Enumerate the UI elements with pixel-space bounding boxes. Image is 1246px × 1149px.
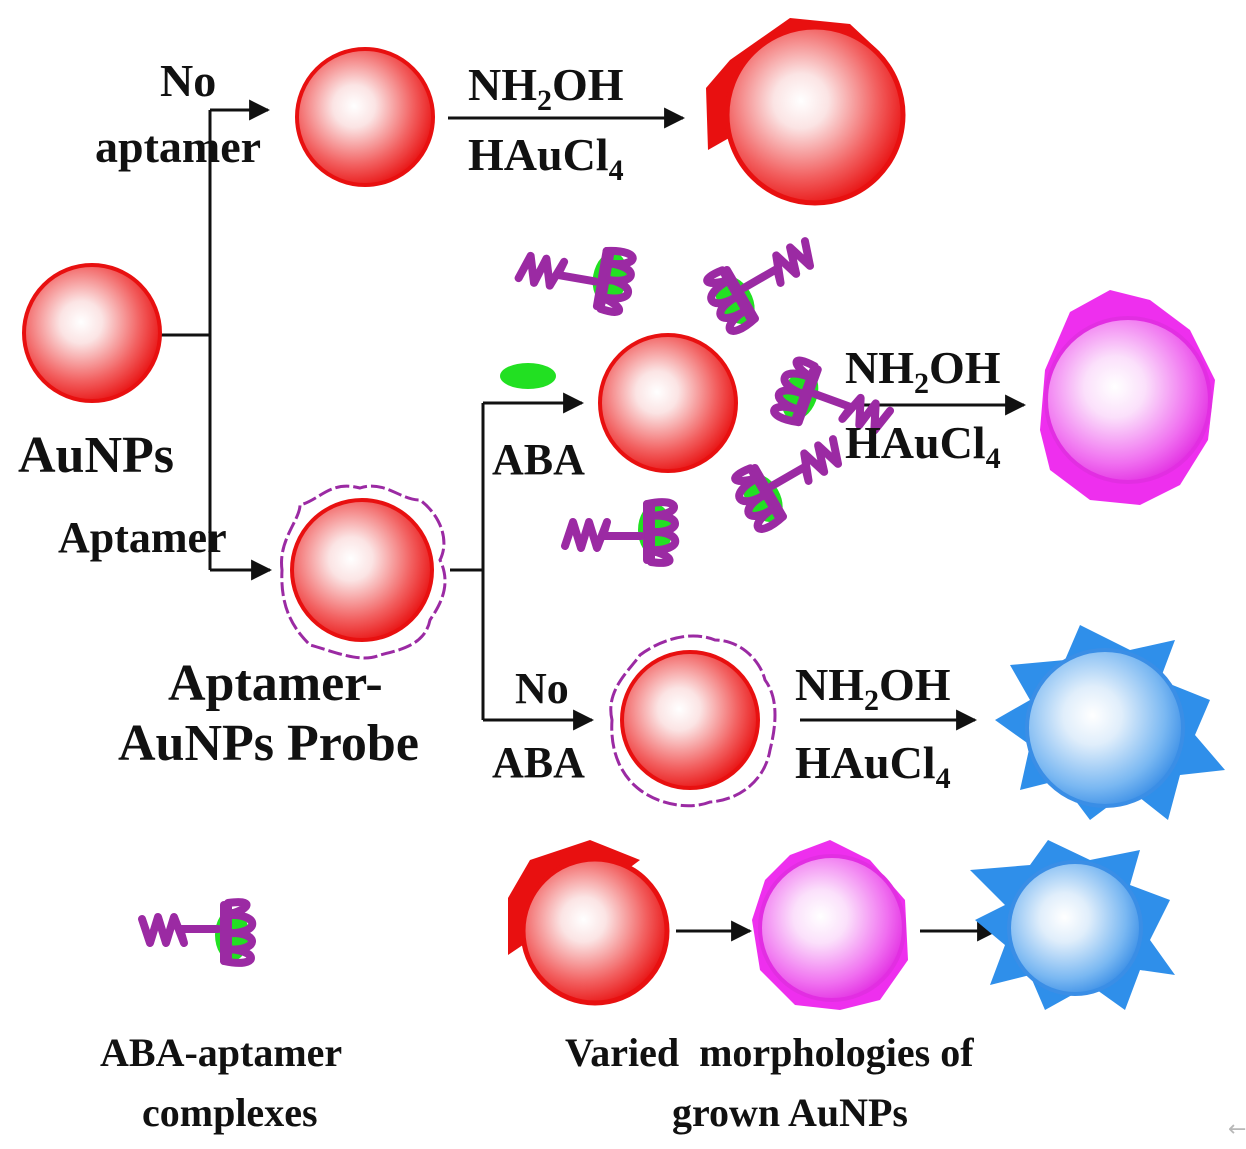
branch-lines <box>160 99 1027 942</box>
legend-blue-particle <box>970 840 1175 1010</box>
label-probe-1: Aptamer- <box>168 655 383 712</box>
aunp-released <box>598 333 738 473</box>
aptamer-aunp-probe-unchanged <box>609 634 777 808</box>
aunp-particle <box>22 263 162 403</box>
label-no-aba-1: No <box>515 664 569 713</box>
legend-magenta-particle <box>752 840 908 1010</box>
legend-morph-caption-1: Varied morphologies of <box>565 1030 974 1075</box>
reagent-nh2oh-middle: NH2OH <box>845 342 1001 400</box>
aptamer-aunp-probe <box>280 484 447 660</box>
label-aunps: AuNPs <box>18 427 174 484</box>
label-aptamer: Aptamer <box>58 513 227 562</box>
reagent-nh2oh-bottom: NH2OH <box>795 659 951 717</box>
aba-aptamer-complex <box>729 424 855 532</box>
label-no-aba-2: ABA <box>492 738 585 787</box>
label-no-aptamer-2: aptamer <box>95 121 261 172</box>
reagent-nh2oh-top: NH2OH <box>468 59 624 117</box>
legend-complex-caption-2: complexes <box>142 1090 318 1135</box>
legend-morph-caption-2: grown AuNPs <box>672 1090 908 1135</box>
label-probe-2: AuNPs Probe <box>118 715 419 772</box>
grown-blue-particle <box>995 625 1225 820</box>
reagent-haucl4-bottom: HAuCl4 <box>795 737 951 795</box>
legend-complex-icon <box>142 902 252 963</box>
legend-complex-caption-1: ABA-aptamer <box>100 1030 342 1075</box>
aba-aptamer-complex <box>516 235 635 314</box>
aunp-no-aptamer <box>295 47 435 187</box>
edge-arrow-icon[interactable]: ← <box>1228 1117 1246 1142</box>
aba-molecule <box>500 363 556 389</box>
reagent-haucl4-middle: HAuCl4 <box>845 417 1001 475</box>
label-no-aptamer-1: No <box>160 55 216 106</box>
label-aba: ABA <box>492 435 585 484</box>
reagent-haucl4-top: HAuCl4 <box>468 129 624 187</box>
grown-red-particle <box>706 18 906 206</box>
aba-aptamer-complex <box>701 226 827 334</box>
aba-aptamer-complex <box>565 502 675 563</box>
legend-red-particle <box>508 840 670 1006</box>
grown-magenta-particle <box>1040 290 1215 505</box>
